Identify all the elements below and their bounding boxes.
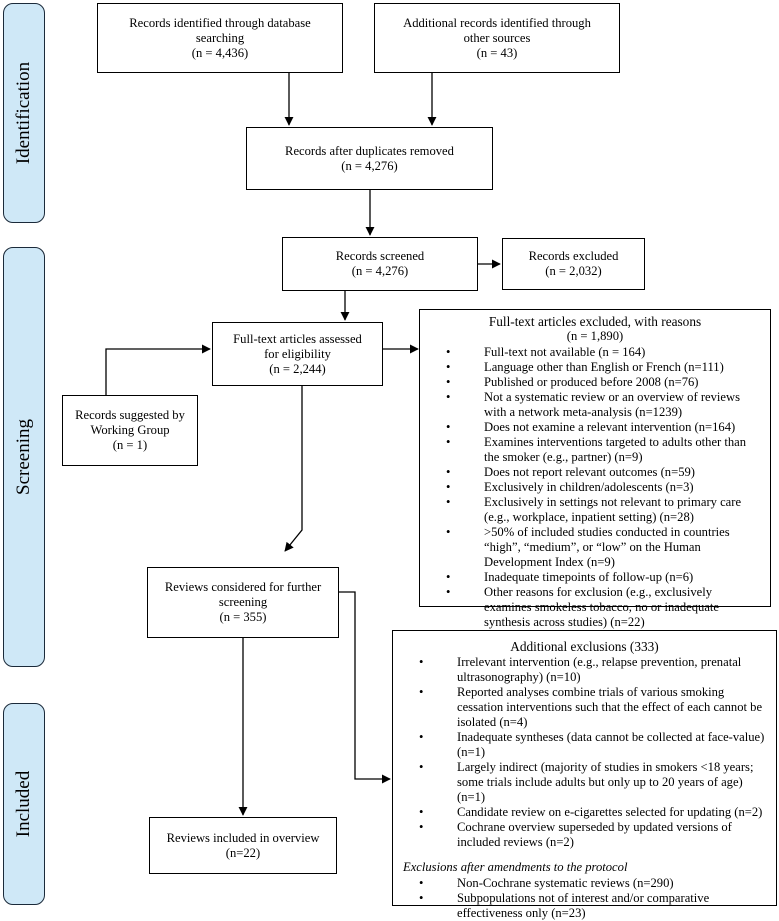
- box-records-other-line2: other sources: [463, 30, 531, 45]
- arrow-further-to-additional: [339, 591, 391, 784]
- box-working-group-count: (n = 1): [112, 438, 148, 452]
- box-records-screened-count: (n = 4,276): [351, 264, 409, 278]
- list-item: Exclusively in settings not relevant to …: [446, 495, 760, 525]
- box-fulltext-assessed-line2: for eligibility: [264, 346, 331, 361]
- amendments-list: Non-Cochrane systematic reviews (n=290) …: [403, 876, 766, 921]
- box-records-database-line1: Records identified through database: [129, 15, 311, 30]
- box-after-duplicates: Records after duplicates removed (n = 4,…: [246, 127, 493, 190]
- box-records-excluded-line1: Records excluded: [528, 249, 619, 263]
- list-item: Does not report relevant outcomes (n=59): [446, 465, 760, 480]
- list-item: Other reasons for exclusion (e.g., exclu…: [446, 585, 760, 630]
- box-records-excluded-count: (n = 2,032): [545, 264, 602, 278]
- box-further-screening-line1: Reviews considered for further: [164, 580, 322, 594]
- list-item: Not a systematic review or an overview o…: [446, 390, 760, 420]
- box-working-group-line1: Records suggested by: [75, 408, 185, 422]
- phase-identification: Identification: [3, 3, 45, 223]
- box-reviews-included-line1: Reviews included in overview: [166, 830, 320, 845]
- list-item: Subpopulations not of interest and/or co…: [419, 891, 766, 921]
- additional-exclusions-title: Additional exclusions (333): [510, 639, 659, 654]
- arrow-fulltext-to-further: [284, 385, 303, 552]
- box-records-excluded: Records excluded (n = 2,032): [502, 238, 645, 290]
- list-item: Irrelevant intervention (e.g., relapse p…: [419, 655, 766, 685]
- box-records-other-count: (n = 43): [476, 45, 518, 60]
- box-further-screening: Reviews considered for further screening…: [147, 567, 339, 638]
- list-item: Reported analyses combine trials of vari…: [419, 685, 766, 730]
- box-fulltext-excluded: Full-text articles excluded, with reason…: [419, 309, 771, 629]
- box-records-other-line1: Additional records identified through: [403, 15, 591, 30]
- additional-exclusions-list: Irrelevant intervention (e.g., relapse p…: [403, 655, 766, 850]
- box-records-database-count: (n = 4,436): [191, 45, 249, 60]
- box-working-group: Records suggested by Working Group (n = …: [62, 395, 198, 466]
- fulltext-excluded-count: (n = 1,890): [566, 329, 624, 343]
- box-records-screened: Records screened (n = 4,276): [282, 237, 478, 291]
- box-records-screened-line1: Records screened: [335, 249, 425, 263]
- list-item: Language other than English or French (n…: [446, 360, 760, 375]
- list-item: Cochrane overview superseded by updated …: [419, 820, 766, 850]
- amendments-subheading: Exclusions after amendments to the proto…: [403, 860, 628, 874]
- list-item: Inadequate timepoints of follow-up (n=6): [446, 570, 760, 585]
- box-fulltext-assessed: Full-text articles assessed for eligibil…: [212, 322, 383, 386]
- phase-screening: Screening: [3, 247, 45, 667]
- fulltext-excluded-title: Full-text articles excluded, with reason…: [488, 314, 702, 329]
- list-item: Inadequate syntheses (data cannot be col…: [419, 730, 766, 760]
- box-reviews-included-count: (n=22): [225, 845, 261, 860]
- list-item: Candidate review on e-cigarettes selecte…: [419, 805, 766, 820]
- list-item: >50% of included studies conducted in co…: [446, 525, 760, 570]
- list-item: Full-text not available (n = 164): [446, 345, 760, 360]
- box-further-screening-line2: screening: [218, 595, 268, 609]
- box-additional-exclusions: Additional exclusions (333) Irrelevant i…: [392, 630, 777, 920]
- list-item: Does not examine a relevant intervention…: [446, 420, 760, 435]
- box-fulltext-assessed-line1: Full-text articles assessed: [233, 331, 362, 346]
- box-records-database: Records identified through database sear…: [97, 3, 343, 73]
- arrow-working-group-to-fulltext: [105, 344, 211, 395]
- list-item: Non-Cochrane systematic reviews (n=290): [419, 876, 766, 891]
- fulltext-excluded-list: Full-text not available (n = 164) Langua…: [430, 345, 760, 630]
- box-further-screening-count: (n = 355): [219, 610, 267, 624]
- list-item: Largely indirect (majority of studies in…: [419, 760, 766, 805]
- list-item: Examines interventions targeted to adult…: [446, 435, 760, 465]
- box-reviews-included: Reviews included in overview (n=22): [149, 817, 337, 874]
- list-item: Published or produced before 2008 (n=76): [446, 375, 760, 390]
- box-records-database-line2: searching: [195, 30, 245, 45]
- box-records-other-sources: Additional records identified through ot…: [374, 3, 620, 73]
- phase-included: Included: [3, 703, 45, 905]
- box-after-duplicates-line1: Records after duplicates removed: [285, 143, 454, 158]
- box-after-duplicates-count: (n = 4,276): [341, 158, 398, 173]
- list-item: Exclusively in children/adolescents (n=3…: [446, 480, 760, 495]
- box-fulltext-assessed-count: (n = 2,244): [269, 361, 326, 376]
- box-working-group-line2: Working Group: [90, 423, 170, 437]
